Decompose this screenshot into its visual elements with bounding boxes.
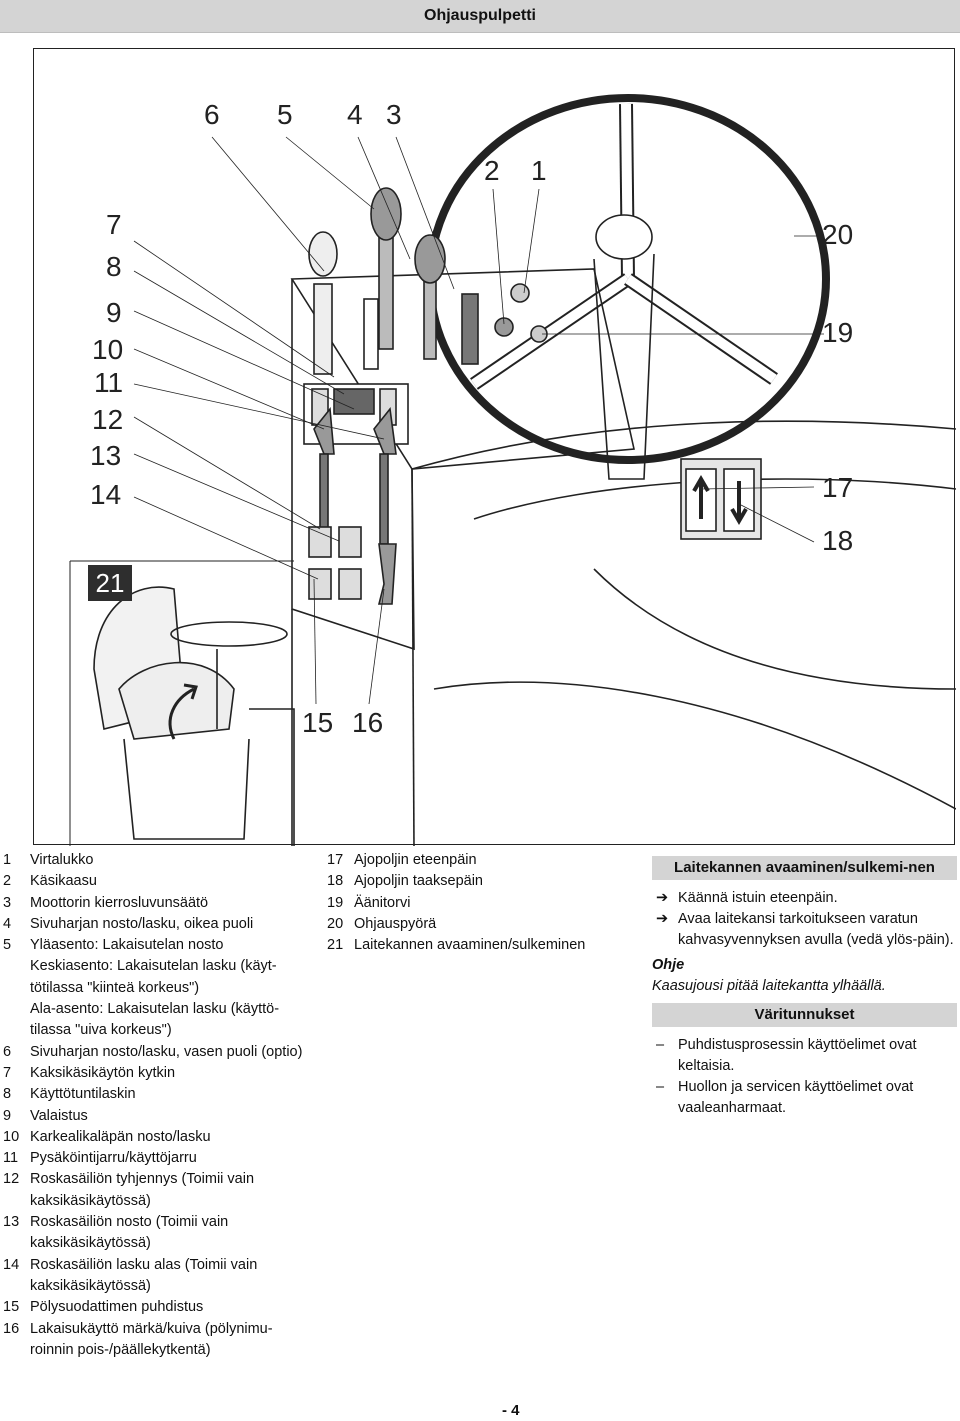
arrow-icon: ➔ [656, 890, 669, 906]
callout-9: 9 [106, 297, 122, 328]
dash-icon: – [656, 1037, 665, 1053]
callout-8: 8 [106, 251, 122, 282]
callout-11: 11 [94, 367, 124, 398]
callout-14: 14 [90, 479, 122, 510]
section-heading-colors: Väritunnukset [652, 1003, 957, 1027]
legend-item: Ala-asento: Lakaisutelan lasku (käyttö-t… [30, 1001, 280, 1039]
step-item: ➔ Avaa laitekansi tarkoitukseen varatun … [656, 909, 957, 951]
note-text: Kaasujousi pitää laitekantta ylhäällä. [652, 978, 886, 994]
color-item: – Puhdistusprosessin käyttöelimet ovat k… [656, 1035, 957, 1077]
callout-7: 7 [106, 209, 122, 240]
control-panel-figure: 6 5 4 3 2 1 7 8 9 10 11 12 13 14 20 19 1… [33, 48, 956, 846]
page-header: Ohjauspulpetti [0, 0, 960, 33]
dash-icon: – [656, 1079, 665, 1095]
arrow-icon: ➔ [656, 911, 669, 927]
legend-item: Keskiasento: Lakaisutelan lasku (käyt-tö… [30, 958, 277, 996]
control-panel-drawing [69, 94, 956, 846]
callout-20: 20 [822, 219, 854, 250]
callout-2: 2 [484, 155, 500, 186]
callout-17: 17 [822, 472, 854, 503]
color-item: – Huollon ja servicen käyttöelimet ovat … [656, 1077, 957, 1119]
callout-10: 10 [92, 334, 124, 365]
callout-1: 1 [531, 155, 547, 186]
section-heading-cover: Laitekannen avaaminen/sulkemi-nen [652, 856, 957, 880]
callout-13: 13 [90, 440, 122, 471]
callout-3: 3 [386, 99, 402, 130]
callout-15: 15 [302, 707, 334, 738]
callout-16: 16 [352, 707, 384, 738]
note-title: Ohje [652, 957, 685, 973]
callout-18: 18 [822, 525, 854, 556]
callout-4: 4 [347, 99, 363, 130]
page-number: - 4 [502, 1402, 520, 1419]
callout-19: 19 [822, 317, 854, 348]
step-item: ➔ Käännä istuin eteenpäin. [656, 888, 957, 909]
callout-5: 5 [277, 99, 293, 130]
inset-label-21: 21 [88, 565, 132, 601]
callout-6: 6 [204, 99, 220, 130]
instructions-column: Laitekannen avaaminen/sulkemi-nen ➔ Kään… [652, 856, 957, 1119]
callout-12: 12 [92, 404, 124, 435]
